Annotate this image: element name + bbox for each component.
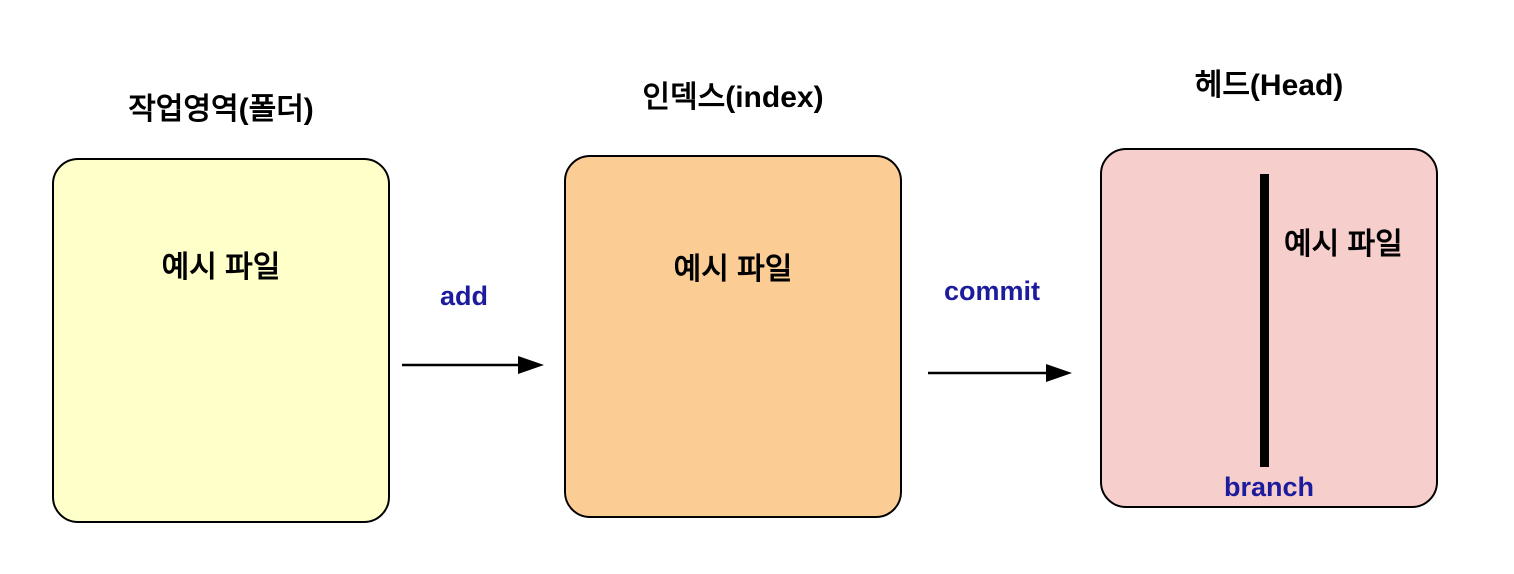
branch-label: branch (1223, 472, 1315, 502)
index-title: 인덱스(index) (642, 81, 824, 114)
index-file-label: 예시 파일 (673, 253, 793, 286)
index-box: 예시 파일 (564, 155, 902, 518)
head-title: 헤드(Head) (1194, 69, 1344, 102)
working-area-box: 예시 파일 (52, 158, 390, 523)
working-area-file-label: 예시 파일 (161, 251, 281, 284)
commit-arrow (928, 364, 1072, 382)
add-arrow-label: add (439, 281, 489, 311)
head-file-label: 예시 파일 (1284, 228, 1403, 261)
add-arrow (402, 356, 544, 374)
branch-line (1260, 174, 1269, 467)
commit-arrow-label: commit (943, 276, 1041, 306)
working-area-title: 작업영역(폴더) (128, 93, 314, 126)
head-box: 예시 파일 branch (1100, 148, 1438, 508)
